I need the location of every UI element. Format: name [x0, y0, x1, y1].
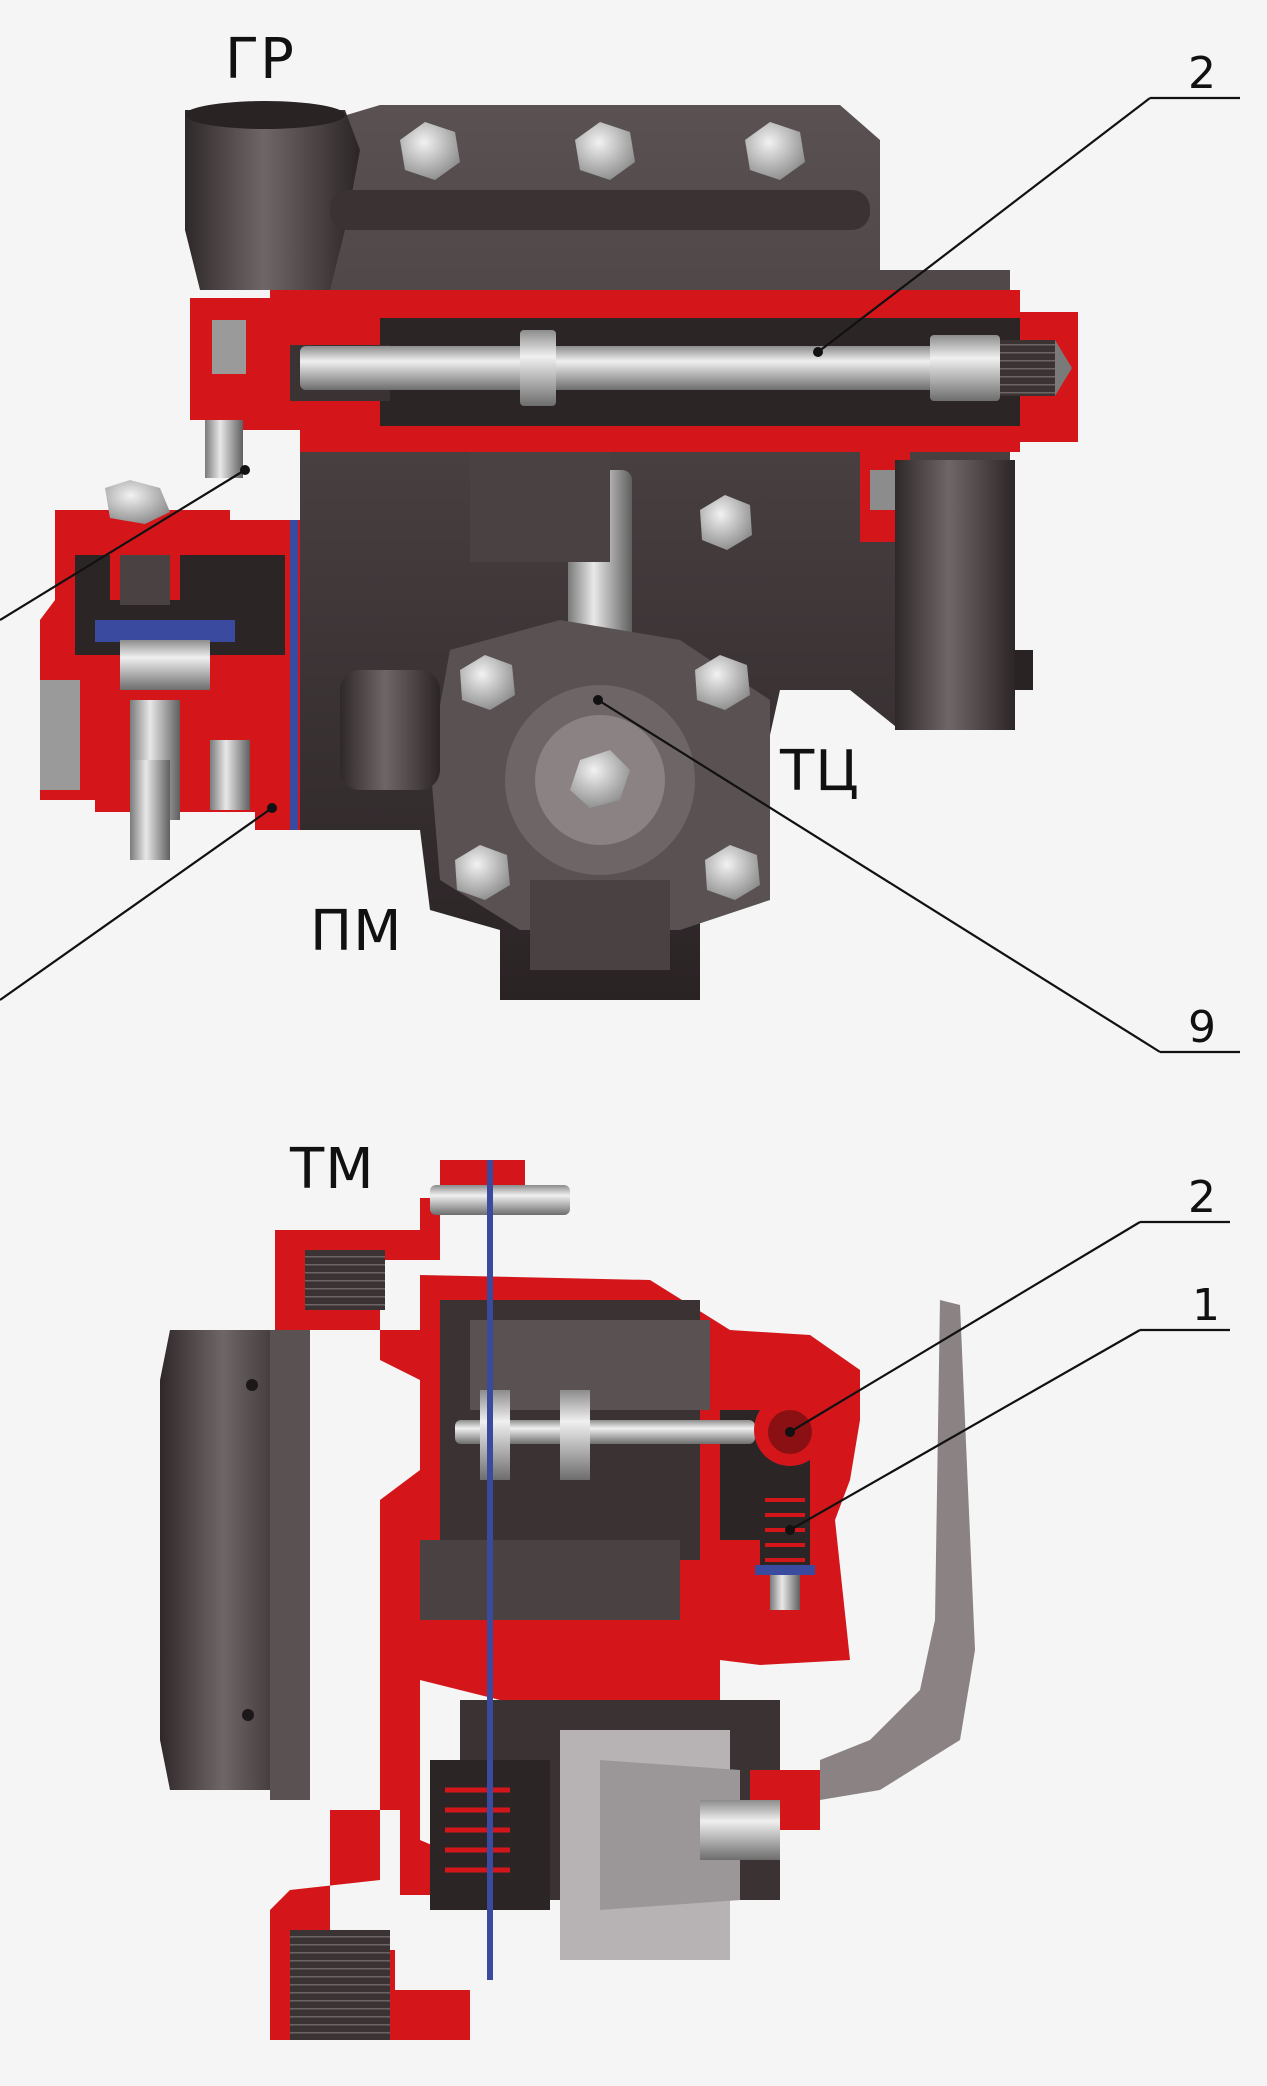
label-gr: ГР: [225, 27, 295, 92]
callout-top-9: 9: [1188, 1002, 1216, 1053]
leader-lines: [0, 96, 1240, 1535]
top-rod: [300, 346, 1020, 390]
top-left-elbow: [185, 110, 360, 290]
bottom-assembly: [160, 1160, 975, 2040]
top-lower-hub: [430, 620, 770, 970]
label-tm: ТМ: [289, 1137, 375, 1202]
callout-bottom-1: 1: [1192, 1280, 1220, 1331]
top-assembly: [40, 101, 1078, 1000]
callout-top-2: 2: [1188, 48, 1216, 99]
bottom-outlet-pipe: [820, 1300, 975, 1800]
top-bolt-row: [400, 122, 805, 180]
bottom-left-flange: [160, 1330, 300, 1790]
label-pm: ПМ: [310, 899, 402, 964]
label-tc: ТЦ: [779, 739, 860, 804]
callout-bottom-2: 2: [1188, 1172, 1216, 1223]
